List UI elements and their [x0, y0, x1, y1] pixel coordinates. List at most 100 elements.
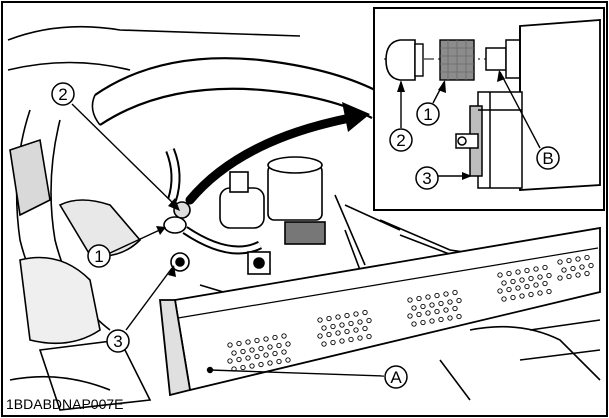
perforation-hole [339, 322, 345, 328]
perforation-hole [317, 317, 323, 323]
inset-cap [385, 39, 416, 81]
detail-inset [373, 7, 605, 211]
perforation-hole [510, 294, 516, 301]
perforation-hole [425, 310, 431, 316]
svg-text:B: B [542, 149, 553, 168]
svg-text:2: 2 [58, 85, 67, 104]
inset-bracket [455, 91, 523, 189]
perforation-hole [321, 341, 327, 347]
perforation-hole [416, 311, 422, 318]
callout-main-2: 2 [51, 82, 75, 106]
perforation-hole [519, 293, 525, 299]
leader-arrowheads [156, 70, 505, 277]
perforation-hole [456, 313, 462, 320]
perforation-hole [366, 333, 372, 340]
perforation-hole [533, 282, 539, 288]
perforation-hole [254, 353, 260, 360]
guard-perforations [227, 254, 594, 372]
perforation-hole [339, 338, 345, 344]
perforation-hole [533, 266, 539, 272]
perforation-hole [285, 357, 291, 363]
perforation-hole [443, 307, 449, 313]
perforation-hole [447, 299, 453, 305]
perforation-hole [254, 337, 260, 344]
perforation-hole [443, 291, 449, 297]
perforation-hole [411, 305, 417, 311]
perforation-hole [276, 342, 282, 349]
perforation-hole [281, 349, 287, 355]
perforation-hole [272, 350, 278, 357]
perforation-hole [366, 317, 372, 324]
perforation-hole [330, 339, 336, 346]
perforation-hole [357, 335, 363, 341]
perforation-hole [236, 340, 242, 347]
perforation-hole [528, 275, 534, 282]
perforation-hole [362, 325, 368, 332]
pointer-arrow [185, 113, 355, 205]
perforation-hole [497, 272, 503, 278]
perforation-hole [515, 269, 521, 275]
perforation-hole [438, 316, 444, 323]
perforation-hole [272, 334, 278, 341]
svg-text:3: 3 [422, 169, 431, 188]
perforation-hole [546, 272, 552, 279]
perforation-hole [407, 313, 413, 319]
perforation-hole [528, 291, 534, 298]
perforation-hole [420, 303, 426, 310]
perforation-hole [566, 257, 572, 264]
perforation-hole [566, 273, 572, 280]
perforation-hole [420, 319, 426, 326]
perforation-hole [335, 314, 341, 320]
perforation-hole [353, 327, 359, 333]
svg-text:1: 1 [423, 105, 432, 124]
perforation-hole [557, 259, 563, 265]
perforation-hole [452, 305, 458, 312]
perforated-guard-plate [159, 226, 601, 397]
perforation-hole [227, 342, 233, 348]
perforation-hole [321, 325, 327, 331]
perforation-hole [330, 323, 336, 330]
perforation-hole [249, 363, 255, 369]
perforation-hole [524, 267, 530, 274]
perforation-hole [240, 364, 246, 371]
perforation-hole [258, 361, 264, 368]
perforation-hole [588, 262, 594, 269]
perforation-hole [344, 312, 350, 319]
callout-inset-B: B [536, 146, 560, 170]
perforation-hole [227, 358, 233, 364]
perforation-hole [497, 288, 503, 294]
perforation-hole [281, 333, 287, 339]
perforation-hole [575, 256, 581, 262]
callout-main-A: A [384, 365, 408, 389]
perforation-hole [537, 274, 543, 280]
perforation-hole [240, 348, 246, 355]
leader-lines [71, 71, 541, 377]
perforation-hole [411, 321, 417, 327]
perforation-hole [579, 264, 585, 270]
perforation-hole [447, 315, 453, 321]
perforation-hole [434, 308, 440, 315]
callout-inset-1: 1 [416, 102, 440, 126]
perforation-hole [434, 292, 440, 299]
callout-inset-3: 3 [415, 166, 439, 190]
pointer-arrow-head [342, 102, 370, 132]
callout-main-3: 3 [106, 329, 130, 353]
svg-text:2: 2 [396, 131, 405, 150]
perforation-hole [570, 265, 576, 272]
svg-text:A: A [390, 368, 402, 387]
perforation-hole [267, 360, 273, 366]
perforation-hole [542, 280, 548, 287]
perforation-hole [263, 336, 269, 342]
perforation-hole [245, 355, 251, 361]
perforation-hole [344, 328, 350, 335]
perforation-hole [357, 319, 363, 325]
perforation-hole [501, 280, 507, 286]
perforation-hole [245, 339, 251, 345]
perforation-hole [546, 288, 552, 295]
perforation-hole [584, 270, 590, 277]
perforation-hole [524, 283, 530, 290]
perforation-hole [515, 285, 521, 291]
perforation-hole [263, 352, 269, 358]
perforation-hole [258, 345, 264, 352]
